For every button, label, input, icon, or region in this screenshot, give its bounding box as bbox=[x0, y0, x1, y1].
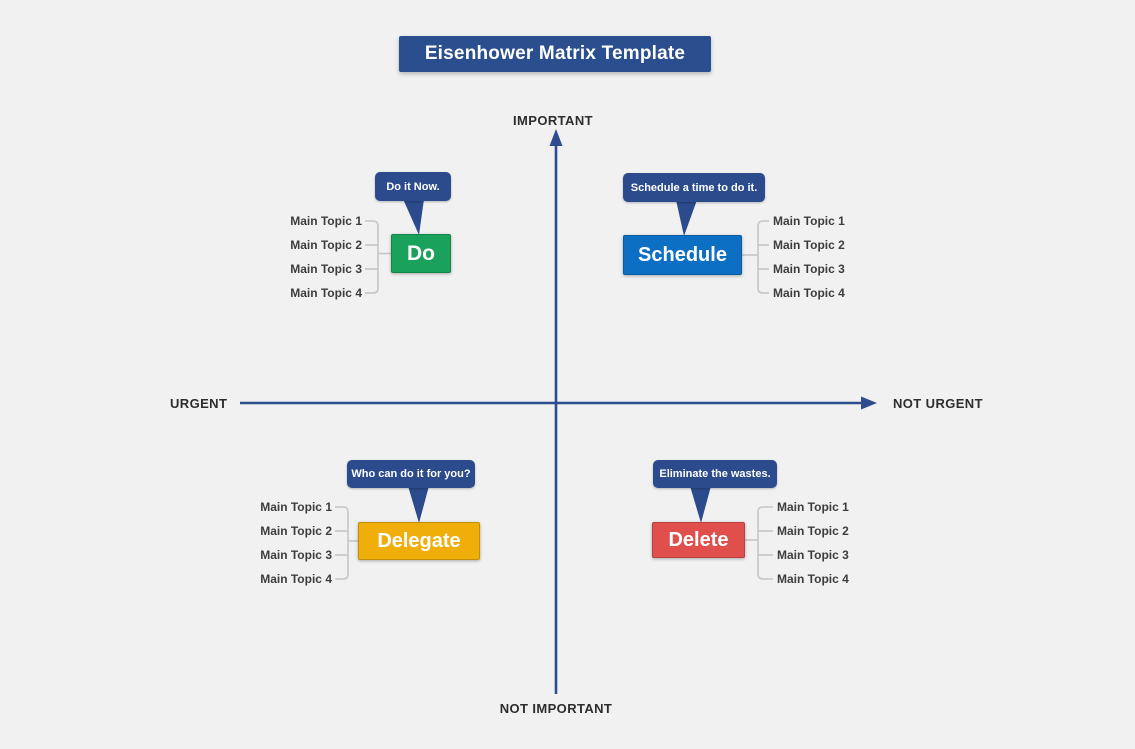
topic-schedule-4[interactable]: Main Topic 4 bbox=[773, 286, 845, 300]
node-do[interactable]: Do bbox=[391, 234, 451, 273]
topic-delegate-2[interactable]: Main Topic 2 bbox=[260, 524, 332, 538]
connector-delegate bbox=[335, 506, 358, 580]
topic-do-1[interactable]: Main Topic 1 bbox=[290, 214, 362, 228]
axis-label-not-urgent: NOT URGENT bbox=[893, 396, 983, 411]
callout-do[interactable]: Do it Now. bbox=[375, 172, 451, 201]
connector-do bbox=[365, 220, 391, 294]
topic-do-4[interactable]: Main Topic 4 bbox=[290, 286, 362, 300]
axis-label-urgent: URGENT bbox=[170, 396, 228, 411]
connector-delete bbox=[745, 506, 773, 580]
callout-delete[interactable]: Eliminate the wastes. bbox=[653, 460, 777, 488]
axis-label-not-important: NOT IMPORTANT bbox=[499, 701, 613, 716]
topic-delete-3[interactable]: Main Topic 3 bbox=[777, 548, 849, 562]
topic-delete-1[interactable]: Main Topic 1 bbox=[777, 500, 849, 514]
topic-schedule-3[interactable]: Main Topic 3 bbox=[773, 262, 845, 276]
connector-schedule bbox=[742, 220, 769, 294]
callout-tail-delegate bbox=[408, 486, 429, 523]
callout-tail-do bbox=[403, 199, 424, 235]
topic-delegate-1[interactable]: Main Topic 1 bbox=[260, 500, 332, 514]
node-delete[interactable]: Delete bbox=[652, 522, 745, 558]
node-schedule[interactable]: Schedule bbox=[623, 235, 742, 275]
horizontal-axis bbox=[240, 396, 877, 410]
callout-tail-schedule bbox=[676, 200, 697, 236]
topic-delegate-4[interactable]: Main Topic 4 bbox=[260, 572, 332, 586]
callout-schedule[interactable]: Schedule a time to do it. bbox=[623, 173, 765, 202]
topic-schedule-2[interactable]: Main Topic 2 bbox=[773, 238, 845, 252]
right-arrow-icon bbox=[861, 396, 877, 410]
callout-tail-delete bbox=[690, 486, 711, 523]
axis-label-important: IMPORTANT bbox=[513, 113, 593, 128]
node-delegate[interactable]: Delegate bbox=[358, 522, 480, 560]
topic-delete-4[interactable]: Main Topic 4 bbox=[777, 572, 849, 586]
topic-do-3[interactable]: Main Topic 3 bbox=[290, 262, 362, 276]
topic-do-2[interactable]: Main Topic 2 bbox=[290, 238, 362, 252]
vertical-axis bbox=[549, 129, 563, 694]
topic-schedule-1[interactable]: Main Topic 1 bbox=[773, 214, 845, 228]
up-arrow-icon bbox=[549, 129, 563, 146]
topic-delegate-3[interactable]: Main Topic 3 bbox=[260, 548, 332, 562]
diagram-title[interactable]: Eisenhower Matrix Template bbox=[399, 36, 711, 72]
topic-delete-2[interactable]: Main Topic 2 bbox=[777, 524, 849, 538]
callout-delegate[interactable]: Who can do it for you? bbox=[347, 460, 475, 488]
